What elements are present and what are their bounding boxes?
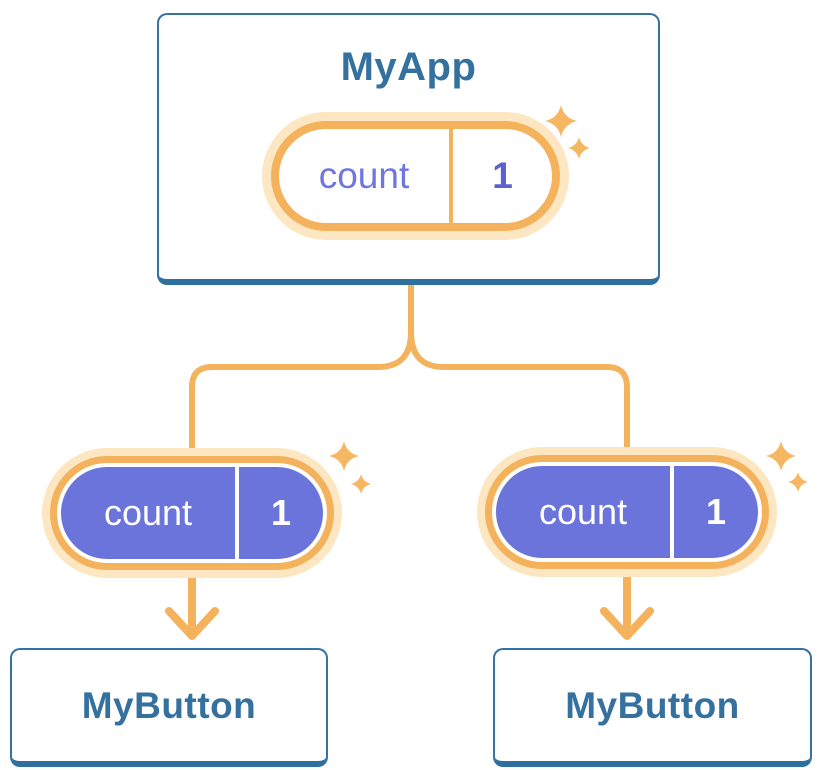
state-name: count xyxy=(61,467,235,559)
branch-right-line xyxy=(408,280,630,455)
state-name: count xyxy=(318,155,410,196)
state-pill: count 1 xyxy=(477,447,777,577)
arrow-right-icon xyxy=(600,572,654,640)
sparkle-icon xyxy=(545,105,590,159)
pill-divider xyxy=(449,129,453,223)
component-card-child-left: MyButton xyxy=(10,648,328,767)
state-pill-ring: count 1 xyxy=(485,455,769,569)
state-pill: count 1 xyxy=(42,448,342,578)
state-name: count xyxy=(496,466,670,558)
arrow-left-icon xyxy=(165,572,219,640)
state-pill-ring: count 1 xyxy=(50,456,334,570)
component-name: MyButton xyxy=(565,684,740,726)
component-name: MyButton xyxy=(81,684,257,726)
state-pill-ring: count 1 xyxy=(271,121,560,231)
state-value: 1 xyxy=(674,466,758,558)
sparkle-icon xyxy=(329,441,371,494)
branch-left-line xyxy=(189,280,414,455)
state-value: 1 xyxy=(492,155,513,196)
sparkle-icon xyxy=(766,441,808,492)
state-pill: count 1 xyxy=(262,112,569,240)
state-value: 1 xyxy=(239,467,323,559)
component-card-child-right: MyButton xyxy=(493,648,812,767)
component-name: MyApp xyxy=(340,45,477,89)
